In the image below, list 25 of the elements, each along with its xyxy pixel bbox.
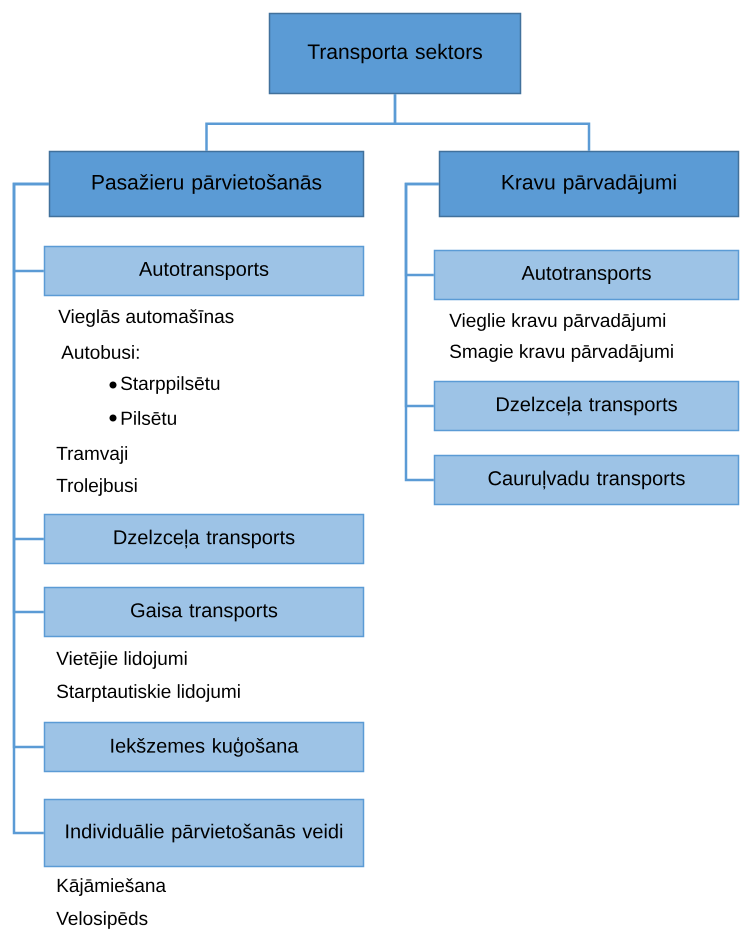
- list-item: Vietējie lidojumi: [56, 651, 187, 669]
- subcategory-box: Autotransports: [434, 250, 740, 300]
- subcategory-box: Cauruļvadu transports: [434, 454, 740, 506]
- subcategory-box: Autotransports: [44, 246, 364, 296]
- subcategory-box: Dzelzceļa transports: [434, 380, 740, 432]
- list-item: Tramvaji: [56, 446, 128, 464]
- connector-line: [404, 182, 439, 482]
- connector-line: [394, 94, 590, 151]
- category-box: Kravu pārvadājumi: [438, 150, 740, 218]
- subcategory-box: Individuālie pārvietošanās veidi: [44, 798, 364, 868]
- category-box: Pasažieru pārvietošanās: [48, 150, 364, 218]
- list-item: Smagie kravu pārvadājumi: [450, 344, 673, 362]
- list-item: Velosipēds: [56, 911, 148, 929]
- list-item: Trolejbusi: [56, 478, 137, 496]
- subcategory-box: Dzelzceļa transports: [44, 514, 364, 564]
- list-item: Starptautiskie lidojumi: [57, 684, 240, 702]
- list-item: Autobusi:: [61, 345, 139, 359]
- bullet-item: Pilsētu: [110, 411, 176, 425]
- list-item: Vieglie kravu pārvadājumi: [449, 313, 666, 331]
- list-item: Vieglās automašīnas: [58, 309, 234, 327]
- subcategory-box: Gaisa transports: [44, 586, 364, 638]
- subcategory-box: Iekšzemes kuģošana: [44, 722, 364, 772]
- list-item: Kājāmiešana: [58, 878, 166, 896]
- bullet-item: Starppilsētu: [110, 376, 220, 394]
- category-box: Transporta sektors: [268, 12, 522, 94]
